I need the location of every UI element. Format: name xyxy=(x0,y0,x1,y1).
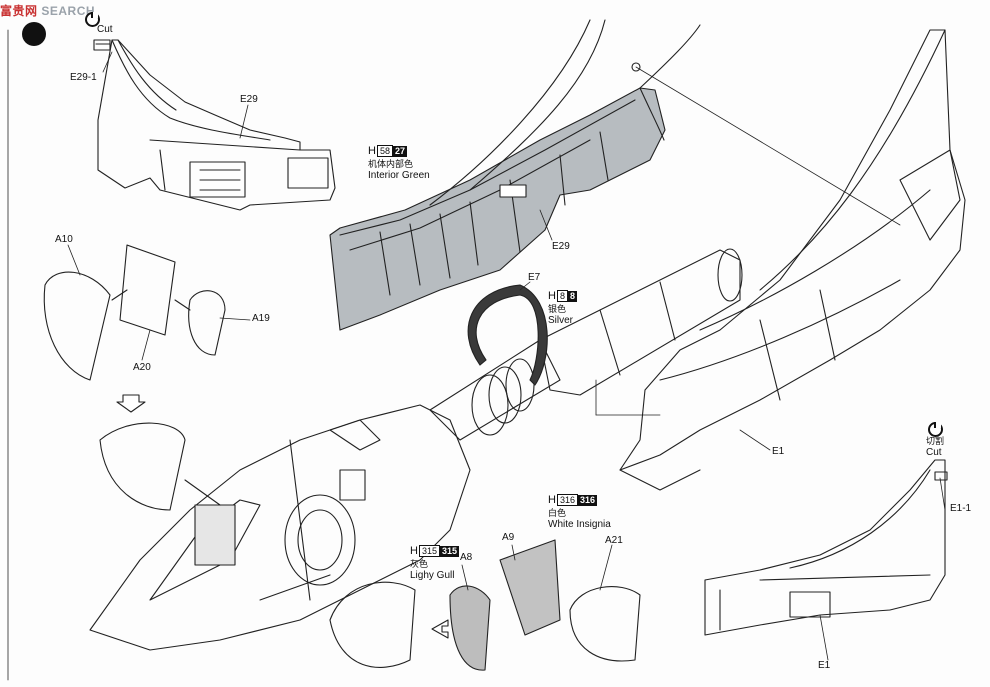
part-label-a10: A10 xyxy=(55,234,73,245)
e1-rear-fuselage xyxy=(619,29,966,491)
canopy-parts-top xyxy=(43,244,226,381)
part-label-e29-main: E29 xyxy=(552,241,570,252)
color-name-cn-lighy-gull: 灰色 xyxy=(410,559,429,569)
part-label-a9: A9 xyxy=(502,532,515,543)
step-badge xyxy=(22,22,46,46)
part-label-e29-1: E29-1 xyxy=(70,72,97,83)
part-label-a20: A20 xyxy=(133,362,151,373)
e29-panel xyxy=(329,19,701,331)
cut-icon xyxy=(85,12,100,27)
color-code-white-insignia: H 316 316 xyxy=(548,493,598,506)
part-label-a21: A21 xyxy=(605,535,623,546)
cut-label-top: Cut xyxy=(97,24,113,35)
color-code-lighy-gull: H 315 315 xyxy=(410,544,460,557)
color-name-en-interior-green: Interior Green xyxy=(368,170,430,181)
color-code-interior-green: H 58 27 xyxy=(368,144,407,157)
color-name-cn-white-insignia: 白色 xyxy=(548,508,567,518)
watermark-cn: 富贵网 xyxy=(0,4,38,18)
cut-icon-right xyxy=(928,422,943,437)
forward-fuselage xyxy=(89,404,471,651)
color-name-cn-interior-green: 机体内部色 xyxy=(368,159,414,169)
leader-lines xyxy=(67,51,946,661)
watermark: 富贵网 SEARCH xyxy=(0,2,95,19)
inset-tail-top-left xyxy=(93,39,336,211)
canopy-parts-mid xyxy=(99,422,221,511)
color-name-en-silver: Silver xyxy=(548,315,574,326)
color-name-en-lighy-gull: Lighy Gull xyxy=(410,570,455,581)
part-label-e29-top: E29 xyxy=(240,94,258,105)
part-label-e7: E7 xyxy=(528,272,541,283)
arrow-left-icon xyxy=(431,619,449,639)
part-label-e1-1: E1-1 xyxy=(950,503,972,514)
engine-tube xyxy=(429,248,743,441)
color-name-cn-silver: 银色 xyxy=(548,304,567,314)
cut-label-right-en: Cut xyxy=(926,447,942,458)
part-label-a8: A8 xyxy=(460,552,473,563)
cut-label-right-cn: 切割 xyxy=(926,436,945,446)
color-code-silver: H 8 8 xyxy=(548,289,577,302)
e7-ring xyxy=(467,284,548,386)
inset-tail-bottom-right xyxy=(704,459,948,636)
part-label-a19: A19 xyxy=(252,313,270,324)
intake-parts xyxy=(329,539,641,671)
part-label-e1: E1 xyxy=(772,446,785,457)
color-name-en-white-insignia: White Insignia xyxy=(548,519,611,530)
arrow-down-icon xyxy=(116,394,146,413)
part-label-e1-bottom: E1 xyxy=(818,660,831,671)
watermark-en: SEARCH xyxy=(41,4,96,18)
